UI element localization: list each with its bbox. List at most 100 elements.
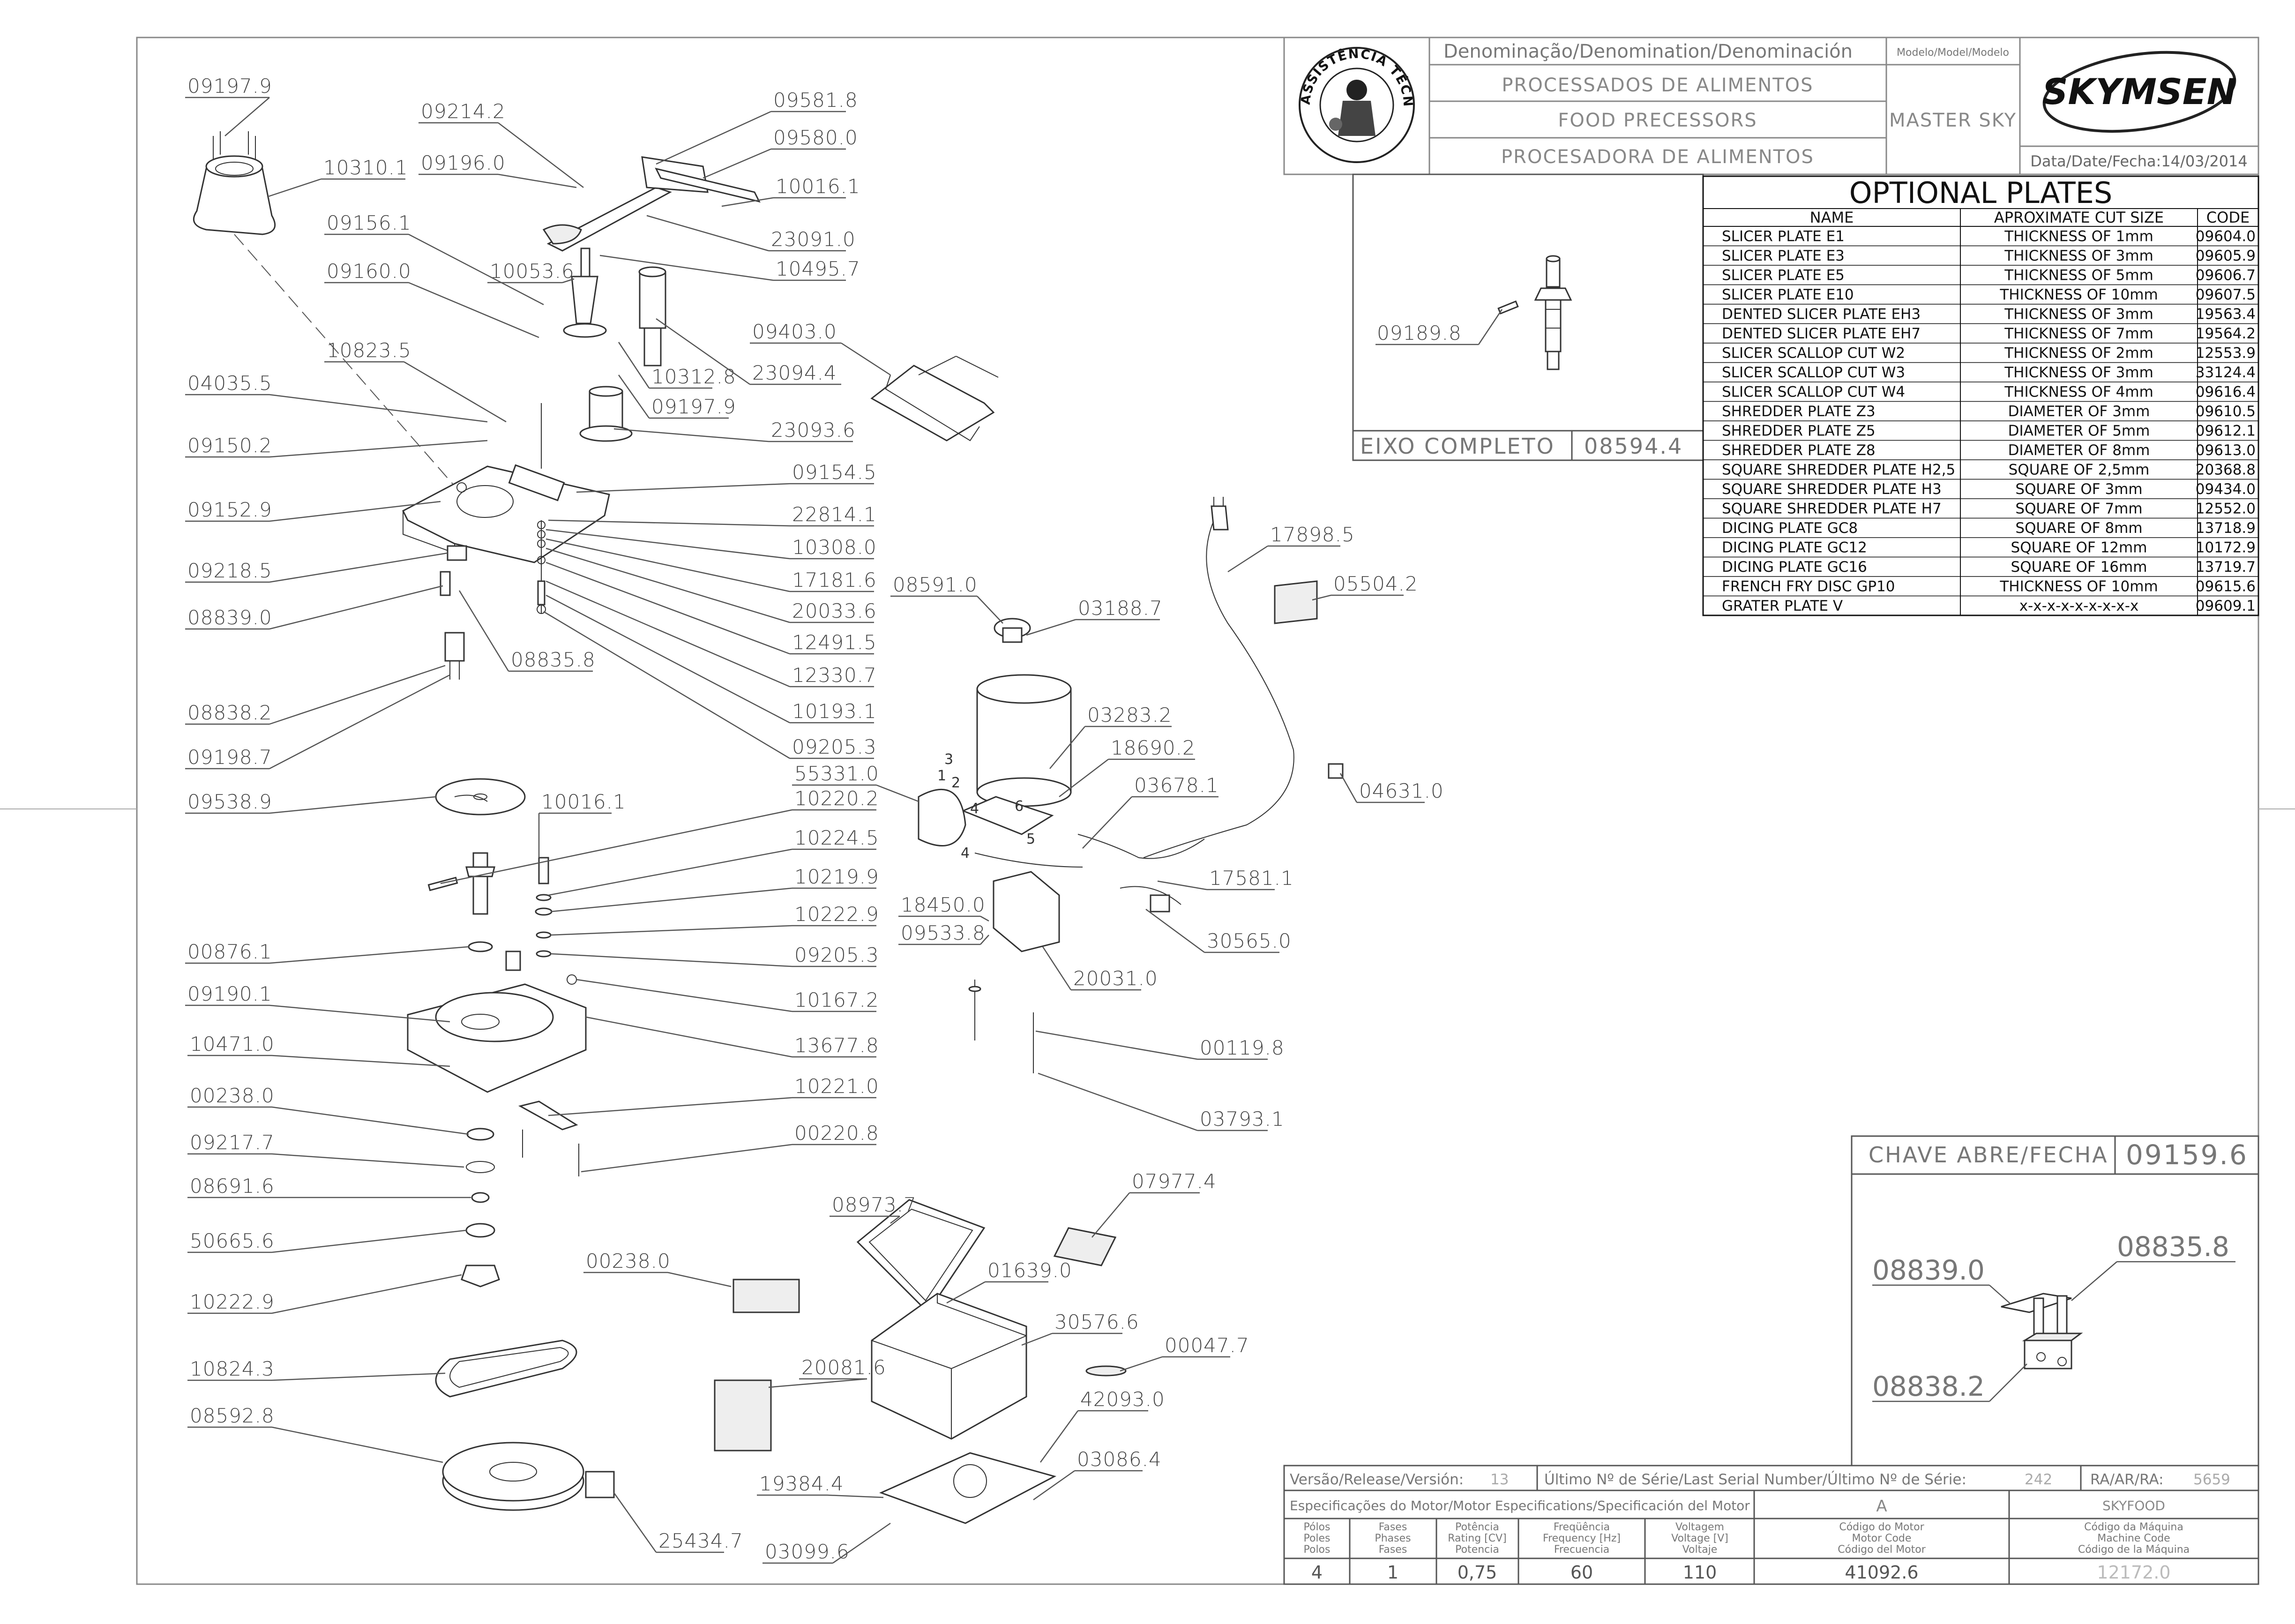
callout-leader	[656, 111, 771, 165]
callout-leader	[1227, 545, 1268, 573]
callout-leader	[946, 1281, 986, 1304]
callout-label: 10222.9	[190, 1290, 275, 1313]
callout-label: 04631.0	[1359, 779, 1444, 802]
serial-label: Último Nº de Série/Last Serial Number/Úl…	[1544, 1471, 1966, 1488]
callout-leader	[498, 173, 577, 188]
callout-label: 10824.3	[190, 1357, 275, 1380]
callout-leader	[613, 1492, 657, 1553]
spec-value: 41092.6	[1845, 1562, 1918, 1583]
plate-cut-size: DIAMETER OF 5mm	[2008, 423, 2150, 440]
callout-leader	[977, 596, 1003, 624]
callout-label: 09205.3	[794, 943, 879, 966]
callout-label: 10221.0	[794, 1075, 879, 1098]
spec-header-line: Frecuencia	[1554, 1544, 1609, 1556]
callout-label: 17181.6	[792, 569, 877, 591]
callout-leader	[613, 428, 769, 442]
callout-leader	[271, 1274, 462, 1314]
callout-leader	[1021, 1332, 1053, 1346]
plate-code: 09616.4	[2196, 384, 2256, 401]
callout-label: 00238.0	[190, 1084, 275, 1107]
wire-number-6: 6	[1015, 798, 1024, 815]
callout-leader	[581, 1144, 792, 1173]
callout-leader	[546, 561, 790, 655]
motor-letter: A	[1876, 1497, 1887, 1516]
callout-label: 20031.0	[1073, 967, 1158, 990]
spec-header-line: Pólos	[1304, 1521, 1331, 1533]
plate-cut-size: THICKNESS OF 10mm	[1999, 578, 2158, 595]
callout-leader	[1039, 1410, 1079, 1463]
name-pt: PROCESSADOS DE ALIMENTOS	[1502, 75, 1813, 96]
plate-name: SQUARE SHREDDER PLATE H7	[1722, 501, 1942, 517]
callout-label: 30576.6	[1054, 1310, 1139, 1333]
callout-leader	[1312, 594, 1331, 601]
callout-label: 10495.7	[776, 257, 860, 280]
callout-label: 12330.7	[792, 664, 877, 687]
spec-value: 4	[1311, 1562, 1323, 1583]
parts-geometry	[193, 131, 1344, 1524]
callout-label: 09205.3	[792, 735, 877, 758]
callout-labels: 09197.910310.109214.209196.009581.809580…	[185, 75, 1444, 1564]
spec-header-line: Phases	[1375, 1533, 1411, 1544]
callout-leader	[269, 946, 469, 964]
callout-label: 10016.1	[541, 790, 626, 813]
callout-label: 00238.0	[586, 1250, 671, 1272]
brand-name: SKYMSEN	[2042, 71, 2237, 112]
callout-label: 20033.6	[792, 599, 877, 622]
spec-header-line: Código da Máquina	[2084, 1521, 2183, 1533]
plate-name: SLICER SCALLOP CUT W2	[1722, 345, 1905, 362]
plate-name: SLICER SCALLOP CUT W4	[1722, 384, 1905, 401]
callout-leader	[585, 1016, 792, 1058]
motor-wire-numbers: 1 2 3 4 4 5 6	[937, 751, 1035, 861]
callout-leader	[271, 1229, 467, 1253]
spec-header-line: Voltagem	[1675, 1521, 1724, 1533]
callout-leader	[458, 590, 509, 672]
callout-label: 08835.8	[511, 648, 596, 671]
plate-name: FRENCH FRY DISC GP10	[1722, 578, 1895, 595]
callout-label: 09152.9	[187, 498, 272, 521]
callout-leader	[1120, 1356, 1163, 1372]
version-value: 13	[1490, 1471, 1509, 1488]
spec-header-line: Fases	[1379, 1544, 1407, 1556]
plate-cut-size: DIAMETER OF 8mm	[2008, 442, 2150, 459]
callout-label: 00119.8	[1200, 1036, 1285, 1059]
chave-label: CHAVE ABRE/FECHA	[1869, 1142, 2108, 1167]
spec-header-line: Voltaje	[1682, 1544, 1718, 1556]
callout-leader	[576, 483, 790, 493]
callout-label: 23093.6	[771, 419, 856, 442]
wire-number-4a: 4	[970, 801, 979, 817]
callout-label: 09538.9	[187, 790, 272, 813]
plate-code: 09607.5	[2196, 286, 2256, 303]
callout-label: 08838.2	[187, 701, 272, 724]
callout-leader	[980, 915, 989, 922]
callout-leader	[271, 1153, 464, 1168]
version-label: Versão/Release/Versión:	[1290, 1471, 1464, 1488]
callout-leader	[703, 148, 771, 179]
spec-header-line: Rating [CV]	[1448, 1533, 1507, 1544]
column-header: NAME	[1810, 209, 1854, 226]
skymsen-logo: SKYMSEN	[2042, 51, 2237, 133]
chave-part-08839: 08839.0	[1872, 1254, 1985, 1286]
callout-label: 50665.6	[190, 1229, 275, 1252]
shaft-drawing	[1497, 255, 1572, 370]
callout-leader	[1049, 726, 1085, 769]
callout-label: 10053.6	[490, 260, 575, 283]
callout-label: 23094.4	[752, 361, 837, 384]
callout-leader	[440, 809, 792, 884]
callout-label: 09218.5	[187, 559, 272, 582]
callout-label: 18690.2	[1111, 736, 1196, 759]
callout-label: 09190.1	[187, 982, 272, 1005]
wire-number-5: 5	[1026, 831, 1035, 847]
spec-header-line: Freqüência	[1554, 1521, 1610, 1533]
optional-plates-frame	[1702, 175, 2259, 616]
callout-leader	[721, 197, 774, 207]
drawing-frame	[136, 37, 2259, 1585]
spec-header-line: Código de la Máquina	[2078, 1544, 2190, 1556]
plate-cut-size: THICKNESS OF 4mm	[2004, 384, 2153, 401]
callout-label: 08592.8	[190, 1404, 275, 1427]
callout-label: 10308.0	[792, 536, 877, 559]
callout-leader	[1082, 796, 1132, 849]
ra-label: RA/AR/RA:	[2090, 1471, 2164, 1488]
plate-name: SHREDDER PLATE Z8	[1722, 442, 1876, 459]
